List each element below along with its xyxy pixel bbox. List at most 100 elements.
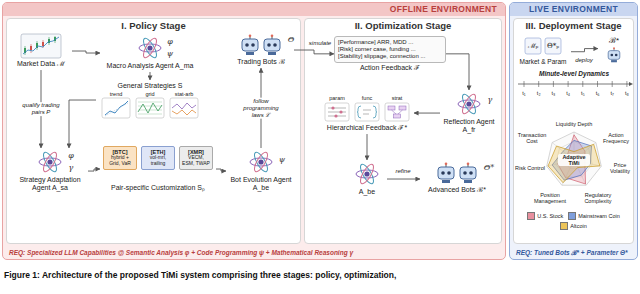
input-box: Market & Param [515,36,571,67]
node-text: [Performance] ARR, MDD ... [338,39,442,46]
agent-box: Bot Evolution Agent A_be [226,148,296,194]
agent-box: A_be [347,160,387,198]
annotation-label: ℳₚ [528,42,539,50]
node-text: Adaptive TiMi [558,154,590,167]
annotation-label: func [362,95,372,101]
legend-text: Altcoin [570,223,587,229]
annotation-label: Risk Control [515,165,545,171]
symbol-label: Θ* [484,163,495,172]
legend-swatch [568,212,576,220]
node-text: [Stability] slippage, connection ... [338,53,442,60]
node-text: OFFLINE ENVIRONMENT [390,5,497,15]
edge-label: refine [394,168,411,175]
symbol-label: φ [167,37,173,46]
feedback-list: [Performance] ARR, MDD ...[Risk] corner … [334,36,446,63]
node-text: III. Deployment Stage [525,21,621,32]
stage-panel: III. Deployment StageMarket & Param ℬ* Ada… [513,18,634,244]
radar-center: Adaptive TiMi [548,134,600,186]
annotation-label: Position Management [532,192,568,205]
node-text: Bot Evolution Agent A_be [226,176,296,192]
annotation-label: t₄ [566,90,570,96]
node-text: [Risk] corner case, funding ... [338,46,442,53]
edge-label: follow programming laws ℒ [238,98,284,119]
node-text: REQ: Specialized LLM Capabilities @ Sema… [9,249,501,256]
annotation-label: Minute-level Dynamics [539,70,609,77]
node-text: Strategy Adaptation Agent A_sa [12,176,88,192]
legend-item: Altcoin [560,222,587,230]
annotation-label: t₁ [522,90,525,96]
agent-box: Strategy Adaptation Agent A_sa [12,148,88,194]
node-text: Macro Analysis Agent A_ma [107,62,194,70]
environment-region: LIVE ENVIRONMENT REQ: Tuned Bots ℬ* + Par… [509,2,638,260]
bot-box: ℬ* [598,34,630,63]
node-text: Action Feedback ℱ [360,64,420,72]
pair-card: [ETH]vol-mrl, trailing [141,146,175,170]
legend-text: Mainstream Coin [578,213,620,219]
node-text: Market Data ℳ [17,60,65,68]
node-text: Reflection Agent A_fr [440,118,498,134]
figure-caption: Figure 1: Architecture of the proposed T… [4,271,636,281]
annotation-label: t₅ [581,90,585,96]
environment-header-bar: LIVE ENVIRONMENT [510,3,637,16]
node-text: REQ: Tuned Bots ℬ* + Parameter Θ* [516,249,633,256]
annotation-label: strat [392,95,403,101]
feedback-box: [Performance] ARR, MDD ...[Risk] corner … [334,36,446,72]
annotation-label: t₂ [537,90,541,96]
annotation-label: Price Volatility [605,162,635,175]
annotation-label: Θ*ₚ [547,42,559,50]
legend-swatch [527,212,535,220]
symbol-label: γ [488,95,493,104]
legend: U.S. Stock Mainstream CoinAltcoin [515,212,632,230]
annotation-label: stat-arb [175,91,194,97]
annotation-label: t₆ [596,90,600,96]
symbol-label: ψ [279,155,285,164]
pair-card: [BTC]hybrid + Grid, VaR [103,146,137,170]
edge-label: qualify trading pairs P [20,102,62,116]
node-text: Market & Param [520,58,567,65]
node-text: ℬ* [609,36,619,45]
symbol-label: γ [69,163,74,172]
annotation-label: Action Frequency [599,132,633,145]
legend-swatch [560,222,568,230]
pair-card: [XMR]VECM, ESM, TWAP [179,146,213,170]
node-text: I. Policy Stage [121,21,185,32]
legend-text: U.S. Stock [537,213,563,219]
agent-box: Macro Analysis Agent A_ma [100,34,200,72]
annotation-label: trend [110,91,123,97]
node-text: Advanced Bots ℬ* [428,186,486,194]
legend-item: U.S. Stock [527,212,563,220]
annotation-label: grid [145,91,154,97]
node-text: LIVE ENVIRONMENT [529,5,618,15]
node-text: Pair-specific Customization Sₚ [111,184,205,192]
annotation-label: t₈ [625,90,629,96]
node-text: VECM, ESM, TWAP [182,155,210,167]
node-text: hybrid + Grid, VaR [106,155,134,167]
environment-header-bar: OFFLINE ENVIRONMENT [3,3,505,16]
node-text: Hierarchical Feedback ℱ* [327,124,407,132]
annotation-label: t₃ [552,90,556,96]
node-text: General Strategies S [118,82,183,90]
stage-panel: II. Optimization Stage [Performance] ARR,… [304,18,502,244]
node-text: vol-mrl, trailing [144,155,172,167]
stage-panel: I. Policy StageMarket Data ℳ Macro Analys… [6,18,301,244]
node-text: Trading Bots ℬ [237,58,284,66]
annotation-label: Transaction Cost [515,132,549,145]
data-source-box: Market Data ℳ [10,32,72,70]
edge-label: simulate [308,40,332,47]
symbol-label: Θ [288,35,295,44]
strategy-group: General Strategies S [96,80,204,120]
legend-item: Mainstream Coin [568,212,620,220]
environment-region: OFFLINE ENVIRONMENT REQ: Specialized LLM … [2,2,506,260]
annotation-label: param [329,95,345,101]
bot-box: Advanced Bots ℬ* [420,160,494,196]
annotation-label: Regulatory Complexity [580,192,616,205]
customization-group: Pair-specific Customization Sₚ [BTC]hybri… [100,144,216,194]
bot-box: Trading Bots ℬ [228,32,294,68]
symbol-label: φ [68,151,74,160]
annotation-label: t₇ [610,90,613,96]
symbol-label: ψ [167,49,173,58]
annotation-label: Liquidity Depth [556,121,592,127]
node-text: II. Optimization Stage [355,21,452,32]
node-text: A_be [359,188,375,196]
edge-label: deploy [574,57,594,64]
